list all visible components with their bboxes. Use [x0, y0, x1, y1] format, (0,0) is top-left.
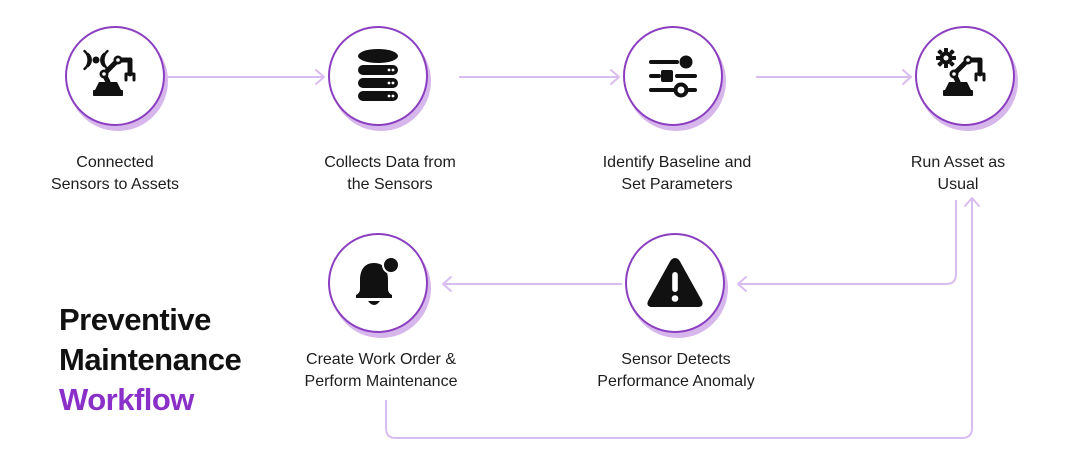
step-2-label: Collects Data from the Sensors	[324, 154, 456, 193]
robotic-arm-gear-icon	[936, 48, 986, 96]
arrow-step5-to-step6	[442, 276, 622, 292]
step-6-label: Create Work Order & Perform Maintenance	[304, 351, 458, 390]
robotic-arm-sensor-icon	[83, 49, 136, 96]
arrow-step4-to-step5	[737, 200, 957, 292]
step-4-node	[915, 26, 1015, 126]
warning-icon	[647, 258, 703, 307]
step-3-node	[623, 26, 723, 126]
bell-notification-icon	[356, 256, 400, 305]
database-icon	[358, 49, 398, 101]
diagram-title: Preventive Maintenance Workflow	[59, 302, 242, 417]
sliders-icon	[649, 55, 697, 98]
step-6-node	[328, 233, 428, 333]
arrow-step6-loop-to-step4	[385, 197, 980, 439]
step-1-label: Connected Sensors to Assets	[50, 154, 180, 193]
arrow-step1-to-step2	[167, 69, 325, 85]
arrow-step3-to-step4	[756, 69, 912, 85]
arrow-step2-to-step3	[459, 69, 620, 85]
step-5-label: Sensor Detects Performance Anomaly	[597, 351, 755, 390]
step-5-node	[625, 233, 725, 333]
step-2-node	[328, 26, 428, 126]
step-4-label: Run Asset as Usual	[910, 154, 1006, 193]
step-3-label: Identify Baseline and Set Parameters	[602, 154, 752, 193]
step-1-node	[65, 26, 165, 126]
